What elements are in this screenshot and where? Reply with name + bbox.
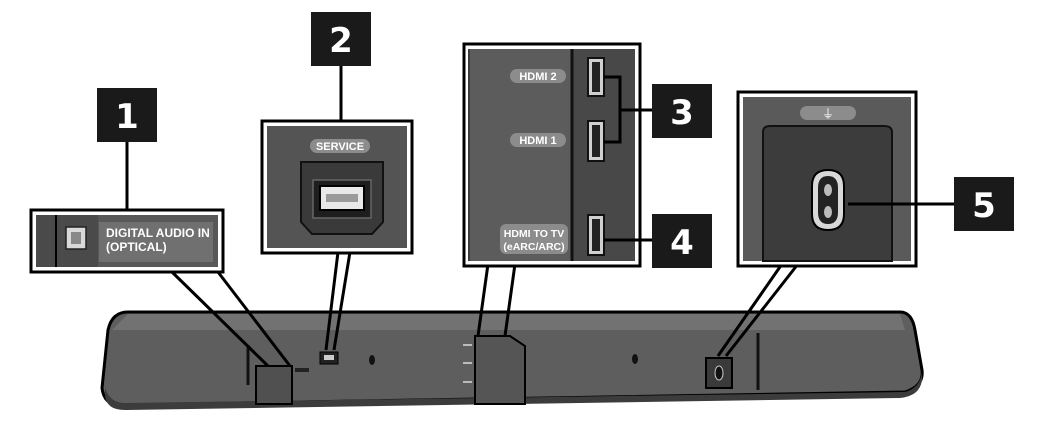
callout-1: DIGITAL AUDIO IN (OPTICAL) 1 bbox=[29, 88, 225, 274]
callout-number-2: 2 bbox=[329, 21, 353, 61]
hdmi-port-icon bbox=[587, 120, 605, 162]
callout-number-1: 1 bbox=[115, 97, 139, 137]
optical-label-line2: (OPTICAL) bbox=[106, 240, 167, 254]
soundbar-body bbox=[100, 310, 924, 410]
power-plug-icon: ⏚ bbox=[822, 107, 834, 121]
callout-hdmi-panel: HDMI 2 HDMI 1 HDMI TO TV (eARC/ARC) 3 4 bbox=[462, 42, 712, 268]
hdmi-tv-label-line2: (eARC/ARC) bbox=[503, 241, 564, 253]
hdmi-port-icon bbox=[587, 214, 605, 256]
leader-lines bbox=[170, 251, 800, 368]
callout-number-3: 3 bbox=[670, 93, 694, 133]
hdmi1-label: HDMI 1 bbox=[519, 135, 556, 147]
hdmi-tv-label-line1: HDMI TO TV bbox=[504, 228, 564, 240]
callout-number-4: 4 bbox=[670, 223, 694, 263]
body-hdmi-block bbox=[474, 335, 526, 405]
callout-5: ⏚ 5 bbox=[736, 90, 1014, 268]
service-label: SERVICE bbox=[316, 141, 364, 153]
power-socket-icon bbox=[811, 168, 845, 232]
callout-2: SERVICE 2 bbox=[260, 12, 414, 255]
hdmi-port-icon bbox=[587, 57, 605, 97]
optical-label-line1: DIGITAL AUDIO IN bbox=[106, 226, 210, 240]
hdmi2-label: HDMI 2 bbox=[519, 71, 556, 83]
usb-port-icon bbox=[300, 161, 384, 235]
callout-number-5: 5 bbox=[972, 186, 996, 226]
optical-port-icon bbox=[65, 226, 87, 250]
body-optical-port bbox=[255, 365, 293, 405]
